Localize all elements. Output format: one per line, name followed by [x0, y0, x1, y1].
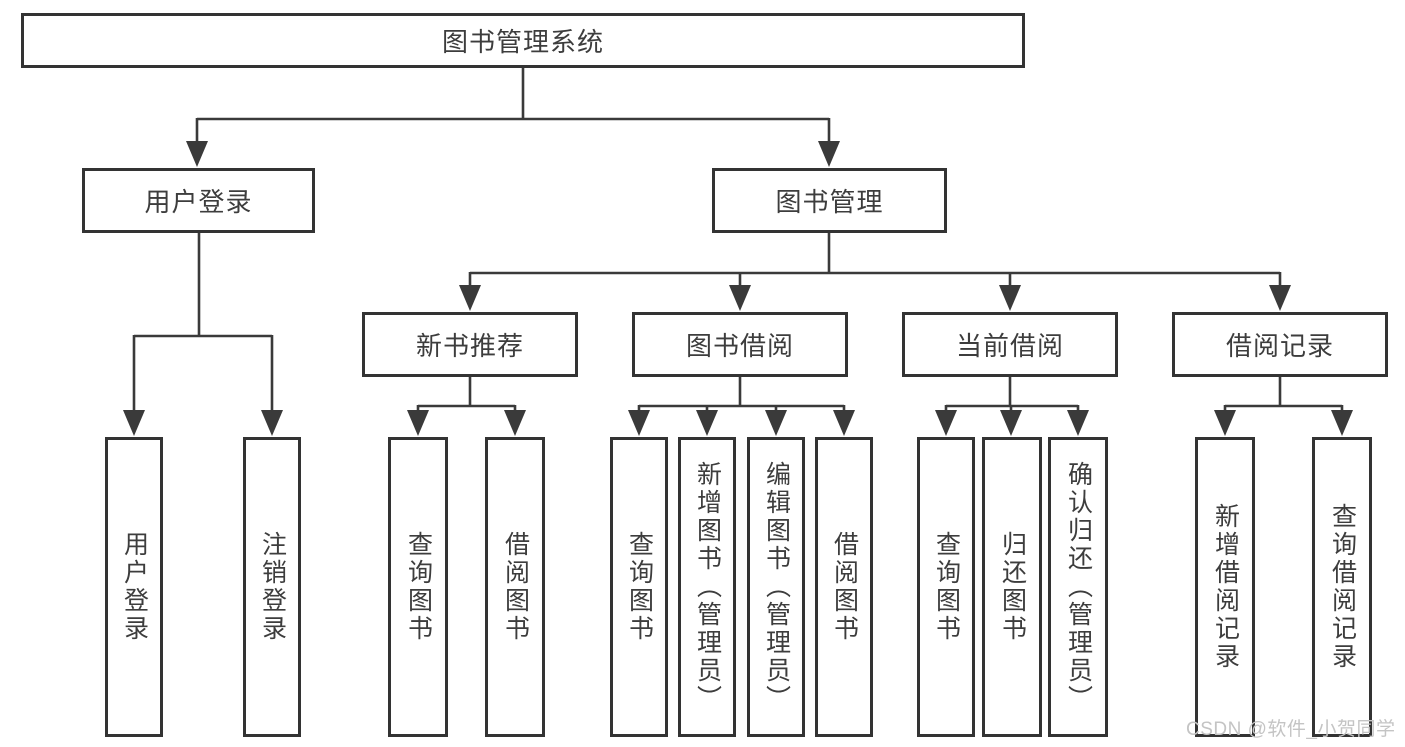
- leaf-logout: 注销登录: [243, 437, 301, 737]
- node-current-borrow: 当前借阅: [902, 312, 1118, 377]
- leaf-label: 新增借阅记录: [1211, 503, 1240, 671]
- node-label: 图书管理: [775, 187, 884, 217]
- node-label: 图书借阅: [685, 331, 794, 361]
- leaf-edit-books-admin: 编辑图书（管理员）: [747, 437, 805, 737]
- leaf-label: 编辑图书（管理员）: [762, 461, 791, 713]
- node-new-book-recommend: 新书推荐: [362, 312, 578, 377]
- node-root-system: 图书管理系统: [21, 13, 1025, 68]
- node-label: 当前借阅: [955, 331, 1064, 361]
- leaf-label: 查询图书: [625, 531, 654, 643]
- leaf-add-borrow-record: 新增借阅记录: [1195, 437, 1255, 737]
- node-book-management: 图书管理: [712, 168, 947, 233]
- csdn-watermark: CSDN @软件_小贺同学: [1186, 719, 1396, 740]
- leaf-label: 归还图书: [998, 531, 1027, 643]
- node-label: 用户登录: [144, 187, 253, 217]
- leaf-label: 查询图书: [932, 531, 961, 643]
- node-borrow-records: 借阅记录: [1172, 312, 1388, 377]
- leaf-label: 新增图书（管理员）: [693, 461, 722, 713]
- leaf-label: 确认归还（管理员）: [1064, 461, 1093, 713]
- leaf-label: 借阅图书: [501, 531, 530, 643]
- leaf-label: 查询图书: [404, 531, 433, 643]
- leaf-label: 借阅图书: [830, 531, 859, 643]
- node-label: 图书管理系统: [441, 27, 604, 57]
- leaf-confirm-return-admin: 确认归还（管理员）: [1048, 437, 1108, 737]
- node-label: 新书推荐: [415, 331, 524, 361]
- node-book-borrow: 图书借阅: [632, 312, 848, 377]
- leaf-borrow-books: 借阅图书: [815, 437, 873, 737]
- leaf-label: 注销登录: [258, 531, 287, 643]
- leaf-user-login: 用户登录: [105, 437, 163, 737]
- leaf-query-books: 查询图书: [388, 437, 448, 737]
- leaf-return-books: 归还图书: [982, 437, 1042, 737]
- leaf-label: 用户登录: [120, 531, 149, 643]
- leaf-query-books: 查询图书: [610, 437, 668, 737]
- leaf-query-borrow-record: 查询借阅记录: [1312, 437, 1372, 737]
- leaf-query-books: 查询图书: [917, 437, 975, 737]
- leaf-label: 查询借阅记录: [1328, 503, 1357, 671]
- node-label: 借阅记录: [1225, 331, 1334, 361]
- leaf-add-books-admin: 新增图书（管理员）: [678, 437, 736, 737]
- leaf-borrow-books: 借阅图书: [485, 437, 545, 737]
- node-user-login: 用户登录: [82, 168, 315, 233]
